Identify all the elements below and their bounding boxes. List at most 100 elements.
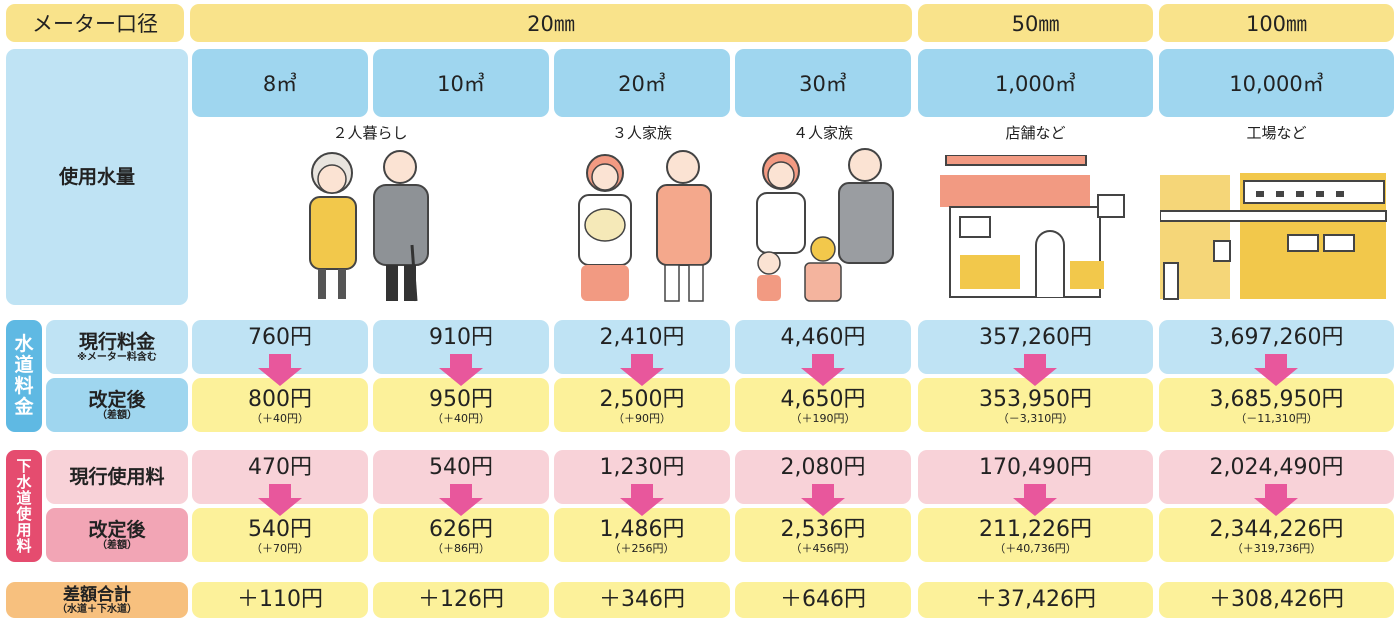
volume-cell-8: 8㎥ [192,49,368,117]
sewer-current-value: 2,080円 [780,455,866,480]
volume-cell-1000: 1,000㎥ [918,49,1153,117]
desc-factory: 工場など [1246,124,1307,142]
water-revised-cell: 950円（＋40円） [373,378,549,432]
sewer-revised-value: 626円 [429,517,493,542]
water-current-label-cell: 現行料金 ※メーター料含む [46,320,188,374]
down-arrow-icon [1254,354,1298,386]
side-char: 料 [16,537,32,555]
water-revised-value: 2,500円 [599,387,685,412]
volume-label: 20㎥ [618,72,666,96]
sewer-current-value: 170,490円 [979,455,1092,480]
water-current-cell: 3,697,260円 [1159,320,1394,374]
three-family-illustration [578,150,712,302]
total-value: ＋110円 [237,587,323,612]
desc-three-family: ３人家族 [611,124,672,142]
down-arrow-icon [1013,354,1057,386]
water-diff-value: （＋40円） [251,412,309,425]
down-arrow-icon [258,354,302,386]
down-arrow-icon [439,484,483,516]
size-100mm-header: 100㎜ [1159,4,1394,42]
sewer-current-value: 1,230円 [599,455,685,480]
down-arrow-icon [801,354,845,386]
size-20mm-label: 20㎜ [527,12,575,36]
sewer-current-label-cell: 現行使用料 [46,450,188,504]
sewer-diff-value: （＋70円） [251,542,309,555]
water-revised-value: 4,650円 [780,387,866,412]
sewer-revised-value: 1,486円 [599,517,685,542]
volume-cell-20: 20㎥ [554,49,730,117]
size-100mm-label: 100㎜ [1245,12,1308,36]
total-cell: ＋646円 [735,582,911,618]
side-char: 道 [14,354,34,376]
sewer-revised-cell: 1,486円（＋256円） [554,508,730,562]
water-current-value: 760円 [248,325,312,350]
volume-label: 10㎥ [437,72,485,96]
sewer-revised-cell: 2,536円（＋456円） [735,508,911,562]
factory-illustration [1160,173,1387,300]
usage-row-label: 使用水量 [58,166,135,188]
total-value: ＋126円 [418,587,504,612]
water-current-value: 3,697,260円 [1209,325,1344,350]
sewer-diff-value: （＋456円） [790,542,856,555]
down-arrow-icon [620,484,664,516]
water-revised-cell: 353,950円（－3,310円） [918,378,1153,432]
sewer-revised-value: 2,344,226円 [1209,517,1344,542]
down-arrow-icon [1013,484,1057,516]
usage-row-header: 使用水量 [6,49,188,305]
water-revised-cell: 4,650円（＋190円） [735,378,911,432]
water-current-value: 4,460円 [780,325,866,350]
total-label: 差額合計 [63,584,131,605]
sewer-current-label: 現行使用料 [69,466,165,488]
total-cell: ＋308,426円 [1159,582,1394,618]
desc-four-family: ４人家族 [792,124,853,142]
sewer-diff-value: （＋86円） [432,542,490,555]
water-revised-cell: 3,685,950円（－11,310円） [1159,378,1394,432]
total-cell: ＋37,426円 [918,582,1153,618]
down-arrow-icon [620,354,664,386]
sewer-side-label: 下 水 道 使 用 料 [6,450,42,562]
side-char: 道 [16,489,32,507]
side-char: 金 [14,396,34,418]
side-char: 用 [16,521,32,539]
water-revised-value: 3,685,950円 [1209,387,1344,412]
volume-label: 1,000㎥ [994,72,1077,96]
water-revised-value: 353,950円 [979,387,1092,412]
water-current-value: 2,410円 [599,325,685,350]
volume-cell-10: 10㎥ [373,49,549,117]
total-value: ＋37,426円 [975,587,1096,612]
water-current-note: ※メーター料含む [77,351,157,363]
water-side-label: 水 道 料 金 [6,320,42,432]
meter-diameter-header: メーター口径 [6,4,184,42]
sewer-diff-value: （＋256円） [609,542,675,555]
desc-shop: 店舗など [1005,124,1066,142]
sewer-revised-label-cell: 改定後 （差額） [46,508,188,562]
volume-label: 30㎥ [799,72,847,96]
total-note: （水道＋下水道） [57,603,137,615]
sewer-revised-value: 211,226円 [979,517,1092,542]
water-current-value: 910円 [429,325,493,350]
volume-cell-10000: 10,000㎥ [1159,49,1394,117]
side-char: 料 [14,375,34,397]
desc-two-person: ２人暮らし [332,124,408,142]
total-value: ＋646円 [780,587,866,612]
sewer-revised-label: 改定後 [88,518,146,541]
size-20mm-header: 20㎜ [190,4,912,42]
sewer-revised-note: （差額） [97,539,137,551]
water-current-label: 現行料金 [78,330,155,353]
down-arrow-icon [1254,484,1298,516]
sewer-revised-cell: 626円（＋86円） [373,508,549,562]
total-cell: ＋346円 [554,582,730,618]
total-cell: ＋110円 [192,582,368,618]
total-value: ＋308,426円 [1209,587,1344,612]
total-value: ＋346円 [599,587,685,612]
sewer-revised-cell: 211,226円（＋40,736円） [918,508,1153,562]
four-family-illustration [756,148,894,302]
sewer-current-value: 540円 [429,455,493,480]
volume-label: 10,000㎥ [1229,72,1324,96]
size-50mm-header: 50㎜ [918,4,1153,42]
water-revised-label-cell: 改定後 （差額） [46,378,188,432]
water-diff-value: （＋90円） [613,412,671,425]
side-char: 使 [16,505,32,523]
water-revised-note: （差額） [97,409,137,421]
sewer-current-value: 470円 [248,455,312,480]
